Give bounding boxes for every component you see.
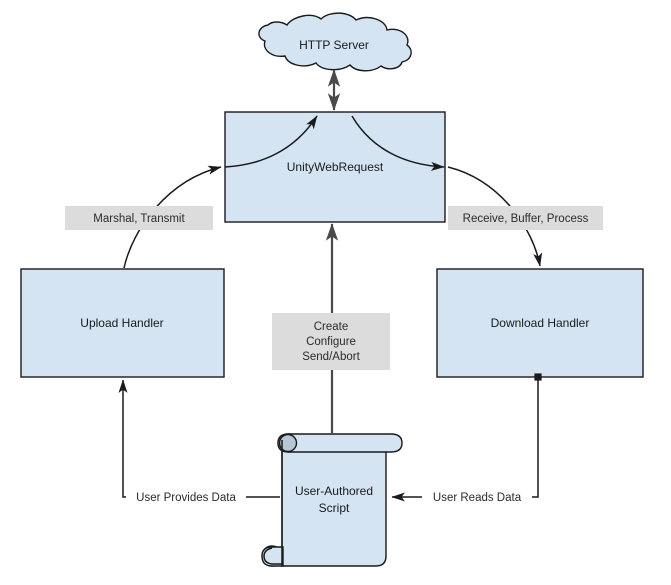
user-reads-data-bg: [422, 486, 532, 508]
receive-buffer-process-text: Receive, Buffer, Process: [463, 213, 589, 225]
upload-handler-label: Upload Handler: [80, 316, 163, 330]
user-provides-data-bg: [126, 486, 246, 508]
marshal-transmit-text: Marshal, Transmit: [93, 213, 185, 225]
edge-label-marshal-transmit: Marshal, Transmit: [65, 206, 213, 230]
download-handler-box: [436, 268, 644, 378]
create-text: Create: [314, 321, 349, 333]
edge-inner-right-curve: [351, 115, 445, 171]
edge-label-receive-buffer-process: Receive, Buffer, Process: [448, 206, 603, 230]
node-http-server[interactable]: HTTP Server: [258, 12, 412, 72]
http-server-label: HTTP Server: [299, 38, 369, 52]
script-bottom-tab: [261, 546, 284, 567]
send-abort-text: Send/Abort: [302, 351, 360, 363]
marshal-transmit-bg: [65, 206, 213, 230]
user-reads-data-text: User Reads Data: [433, 492, 522, 504]
edge-label-user-reads-data: User Reads Data: [422, 486, 532, 508]
create-configure-send-bg: [272, 313, 390, 370]
script-label-line1: User-Authored: [295, 484, 373, 498]
edge-label-create-configure-send: Create Configure Send/Abort: [272, 313, 390, 370]
receive-buffer-process-bg: [448, 206, 603, 230]
edge-inner-left-curve: [224, 115, 318, 168]
script-bottom-curl-line: [263, 547, 282, 565]
unity-web-request-label: UnityWebRequest: [287, 160, 384, 174]
node-unity-web-request[interactable]: UnityWebRequest: [224, 111, 446, 223]
node-download-handler[interactable]: Download Handler: [436, 268, 644, 378]
node-user-authored-script[interactable]: User-Authored Script: [261, 433, 403, 567]
edge-script-to-upload: [118, 379, 280, 498]
configure-text: Configure: [306, 336, 356, 348]
cloud-shape: [258, 12, 412, 72]
script-label-line2: Script: [319, 501, 350, 515]
unity-web-request-box: [224, 111, 446, 223]
node-upload-handler[interactable]: Upload Handler: [20, 268, 225, 378]
upload-handler-box: [20, 268, 225, 378]
script-top-curl-dot-icon: [278, 433, 298, 453]
edge-label-user-provides-data: User Provides Data: [126, 486, 246, 508]
script-sheet: [281, 439, 387, 567]
edge-download-to-script: [391, 373, 542, 502]
download-handler-label: Download Handler: [491, 316, 590, 330]
user-provides-data-text: User Provides Data: [136, 492, 236, 504]
